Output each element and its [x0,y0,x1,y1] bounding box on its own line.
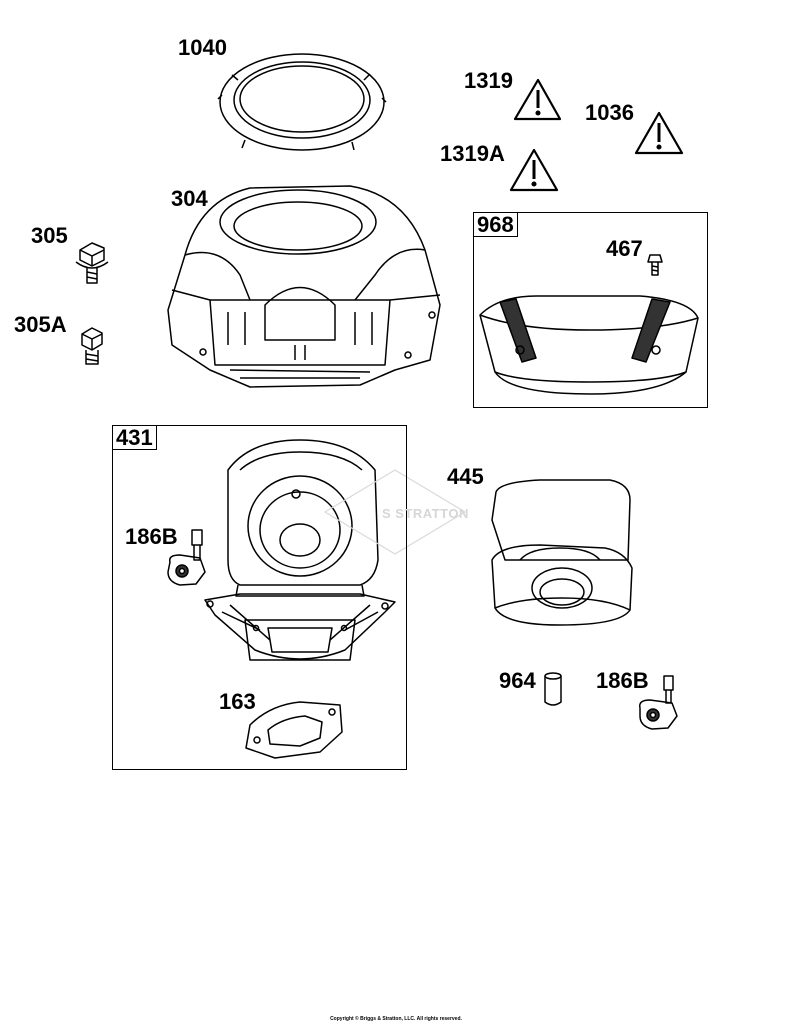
part-186b-fitting-right[interactable] [638,675,678,730]
warning-1036-icon[interactable] [634,111,684,155]
label-1319a: 1319A [440,141,505,166]
label-163: 163 [219,689,256,714]
part-304-blower-housing[interactable] [167,185,441,388]
label-305: 305 [31,223,68,248]
box-968-tag: 968 [473,212,518,237]
warning-1319a-icon[interactable] [509,148,559,192]
label-186b-left: 186B [125,524,178,549]
warning-1319-icon[interactable] [513,78,562,121]
part-445-filter[interactable] [491,479,633,626]
label-304: 304 [171,186,208,211]
label-186b-right: 186B [596,668,649,693]
label-1036: 1036 [585,100,634,125]
part-305a-bolt[interactable] [81,327,103,365]
label-1040: 1040 [178,35,227,60]
label-1319: 1319 [464,68,513,93]
label-964: 964 [499,668,536,693]
box-431-tag: 431 [112,425,157,450]
label-305a: 305A [14,312,67,337]
watermark-outline [324,469,466,555]
watermark-text: S STRATTON [382,506,469,521]
part-964-spacer[interactable] [544,672,562,706]
box-968: 968 [473,212,708,408]
label-467: 467 [606,236,643,261]
part-431-air-cleaner-base[interactable] [204,439,396,661]
copyright-notice: Copyright © Briggs & Stratton, LLC. All … [330,1016,462,1022]
part-1040-ring[interactable] [217,53,387,151]
part-968-cover[interactable] [479,295,699,395]
part-467-screw[interactable] [647,254,663,276]
label-445: 445 [447,464,484,489]
part-305-bolt[interactable] [75,242,109,284]
part-186b-fitting-left[interactable] [167,529,206,586]
box-431: 431 [112,425,407,770]
part-163-gasket[interactable] [245,701,343,759]
